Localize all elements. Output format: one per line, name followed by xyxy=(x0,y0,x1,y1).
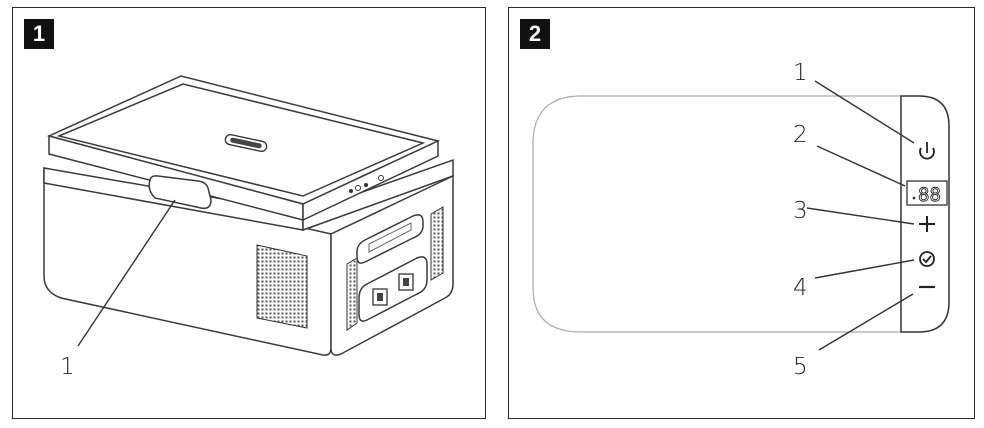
callout-line-2 xyxy=(816,145,906,187)
callout-label-3: 3 xyxy=(793,198,808,224)
lid-handle xyxy=(148,175,212,210)
callout-label-1: 1 xyxy=(793,60,808,86)
side-vent-right xyxy=(430,206,444,281)
control-strip xyxy=(900,95,950,333)
callout-line-1 xyxy=(814,80,915,144)
callout-label-2: 2 xyxy=(793,122,808,148)
callout-line-4 xyxy=(814,259,915,279)
display-digits: 88 xyxy=(918,184,941,206)
figure-2-panel: 2 88 xyxy=(508,7,975,419)
control-panel-illustration: 88 1 2 3 4 5 xyxy=(532,60,950,380)
side-carry-handle xyxy=(356,214,424,264)
figure-number-badge: 1 xyxy=(24,19,54,49)
callout-label-4: 4 xyxy=(793,275,808,301)
callout-line-1 xyxy=(77,199,176,347)
side-vent-left xyxy=(346,257,358,331)
power-icon[interactable] xyxy=(919,142,935,160)
front-vent-grille xyxy=(256,244,308,329)
control-panel-dots xyxy=(349,189,353,193)
callout-line-3 xyxy=(806,207,915,225)
figure-number-badge: 2 xyxy=(520,19,550,49)
confirm-icon[interactable] xyxy=(919,251,935,267)
plus-icon[interactable] xyxy=(919,216,935,232)
callout-label-5: 5 xyxy=(793,354,808,380)
cooler-illustration: 1 xyxy=(43,75,454,380)
callout-line-5 xyxy=(818,293,914,351)
lid-outline xyxy=(532,95,901,333)
figure-1-panel: 1 xyxy=(12,7,486,419)
temperature-display: 88 xyxy=(906,180,948,206)
callout-label-1: 1 xyxy=(60,354,75,380)
